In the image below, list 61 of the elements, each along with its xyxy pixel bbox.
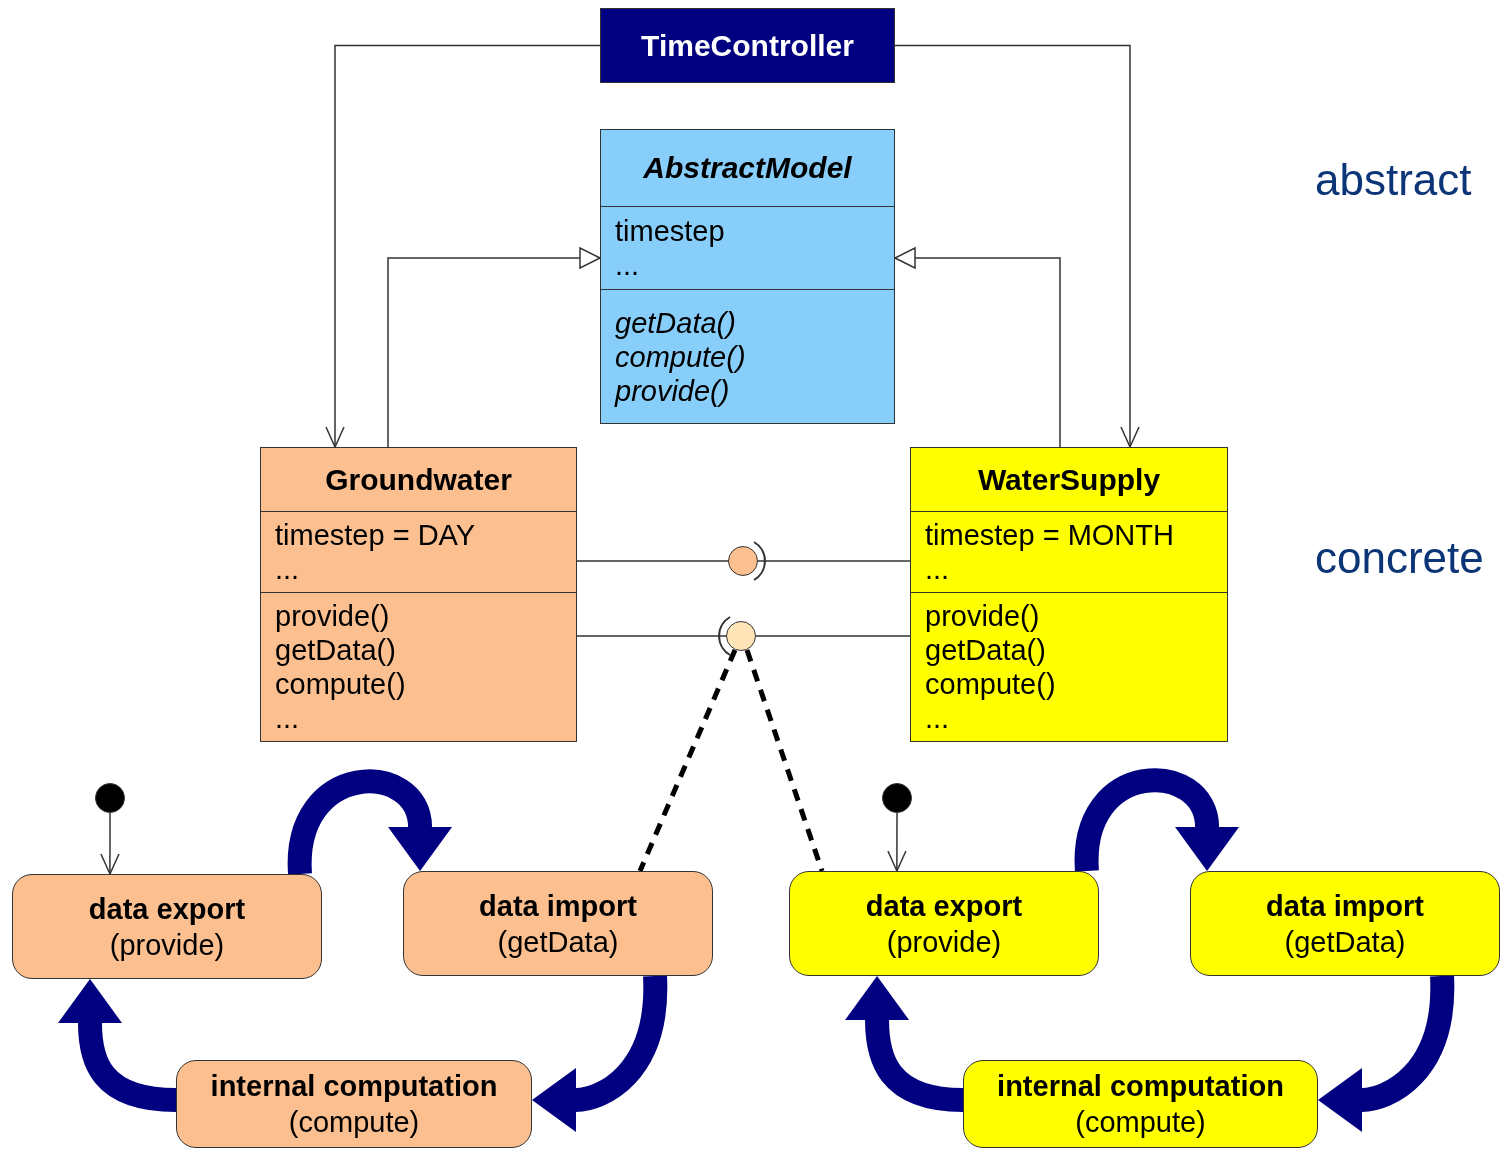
class-box — [600, 129, 895, 424]
interface-socket-line — [753, 541, 911, 581]
activity-box — [963, 1060, 1318, 1148]
attribute-text: timestep = MONTH — [925, 518, 1175, 552]
method-name: (getData) — [1284, 924, 1406, 960]
operation-text: compute() — [615, 339, 747, 374]
attribute-text: ... — [615, 248, 641, 282]
dashed-line — [744, 649, 825, 872]
start-dot — [95, 783, 125, 813]
attribute-text: ... — [275, 552, 301, 586]
operation-text: compute() — [275, 667, 407, 701]
operation-text: getData() — [615, 305, 737, 340]
connector-line — [755, 635, 911, 637]
activity-box — [789, 871, 1099, 976]
activity-box — [403, 871, 713, 976]
generalization-arrow — [894, 247, 1061, 448]
operation-text: ... — [925, 701, 951, 735]
activity-box — [1190, 871, 1500, 976]
activity-box — [12, 874, 322, 979]
arrow — [325, 44, 601, 448]
generalization-arrow — [387, 247, 601, 448]
activity-name: data import — [1266, 888, 1424, 924]
activity-name: data import — [479, 888, 637, 924]
class-name: Groundwater — [325, 462, 512, 497]
class-name: AbstractModel — [643, 151, 852, 185]
class-name: WaterSupply — [977, 462, 1161, 497]
operation-text: provide() — [925, 599, 1041, 633]
interface-ball — [726, 621, 756, 651]
class-box — [260, 447, 577, 742]
class-name: TimeController — [641, 28, 854, 63]
dashed-line — [637, 649, 738, 872]
class-box — [600, 8, 895, 83]
operation-text: getData() — [275, 633, 397, 667]
method-name: (compute) — [288, 1105, 420, 1140]
interface-ball — [728, 546, 758, 576]
operation-text: getData() — [925, 633, 1047, 667]
activity-box — [176, 1060, 532, 1148]
method-name: (compute) — [1075, 1105, 1206, 1140]
class-box — [910, 447, 1228, 742]
activity-name: data export — [865, 888, 1023, 924]
activity-name: data export — [88, 891, 246, 927]
operation-text: provide() — [275, 599, 391, 633]
attribute-text: timestep = DAY — [275, 518, 477, 552]
arrow — [100, 812, 120, 875]
method-name: (getData) — [497, 924, 619, 960]
method-name: (provide) — [886, 924, 1002, 960]
connector-line — [576, 560, 729, 562]
method-name: (provide) — [109, 927, 225, 963]
level-label: abstract — [1315, 155, 1472, 205]
interface-socket-line — [576, 616, 731, 656]
activity-name: internal computation — [997, 1069, 1284, 1104]
operation-text: compute() — [925, 667, 1057, 701]
operation-text: ... — [275, 701, 301, 735]
level-label: concrete — [1315, 533, 1484, 583]
attribute-text: ... — [925, 552, 951, 586]
attribute-text: timestep — [615, 214, 726, 248]
operation-text: provide() — [615, 373, 731, 408]
arrow — [894, 44, 1140, 448]
arrow — [887, 812, 907, 872]
activity-name: internal computation — [210, 1069, 498, 1104]
start-dot — [882, 783, 912, 813]
